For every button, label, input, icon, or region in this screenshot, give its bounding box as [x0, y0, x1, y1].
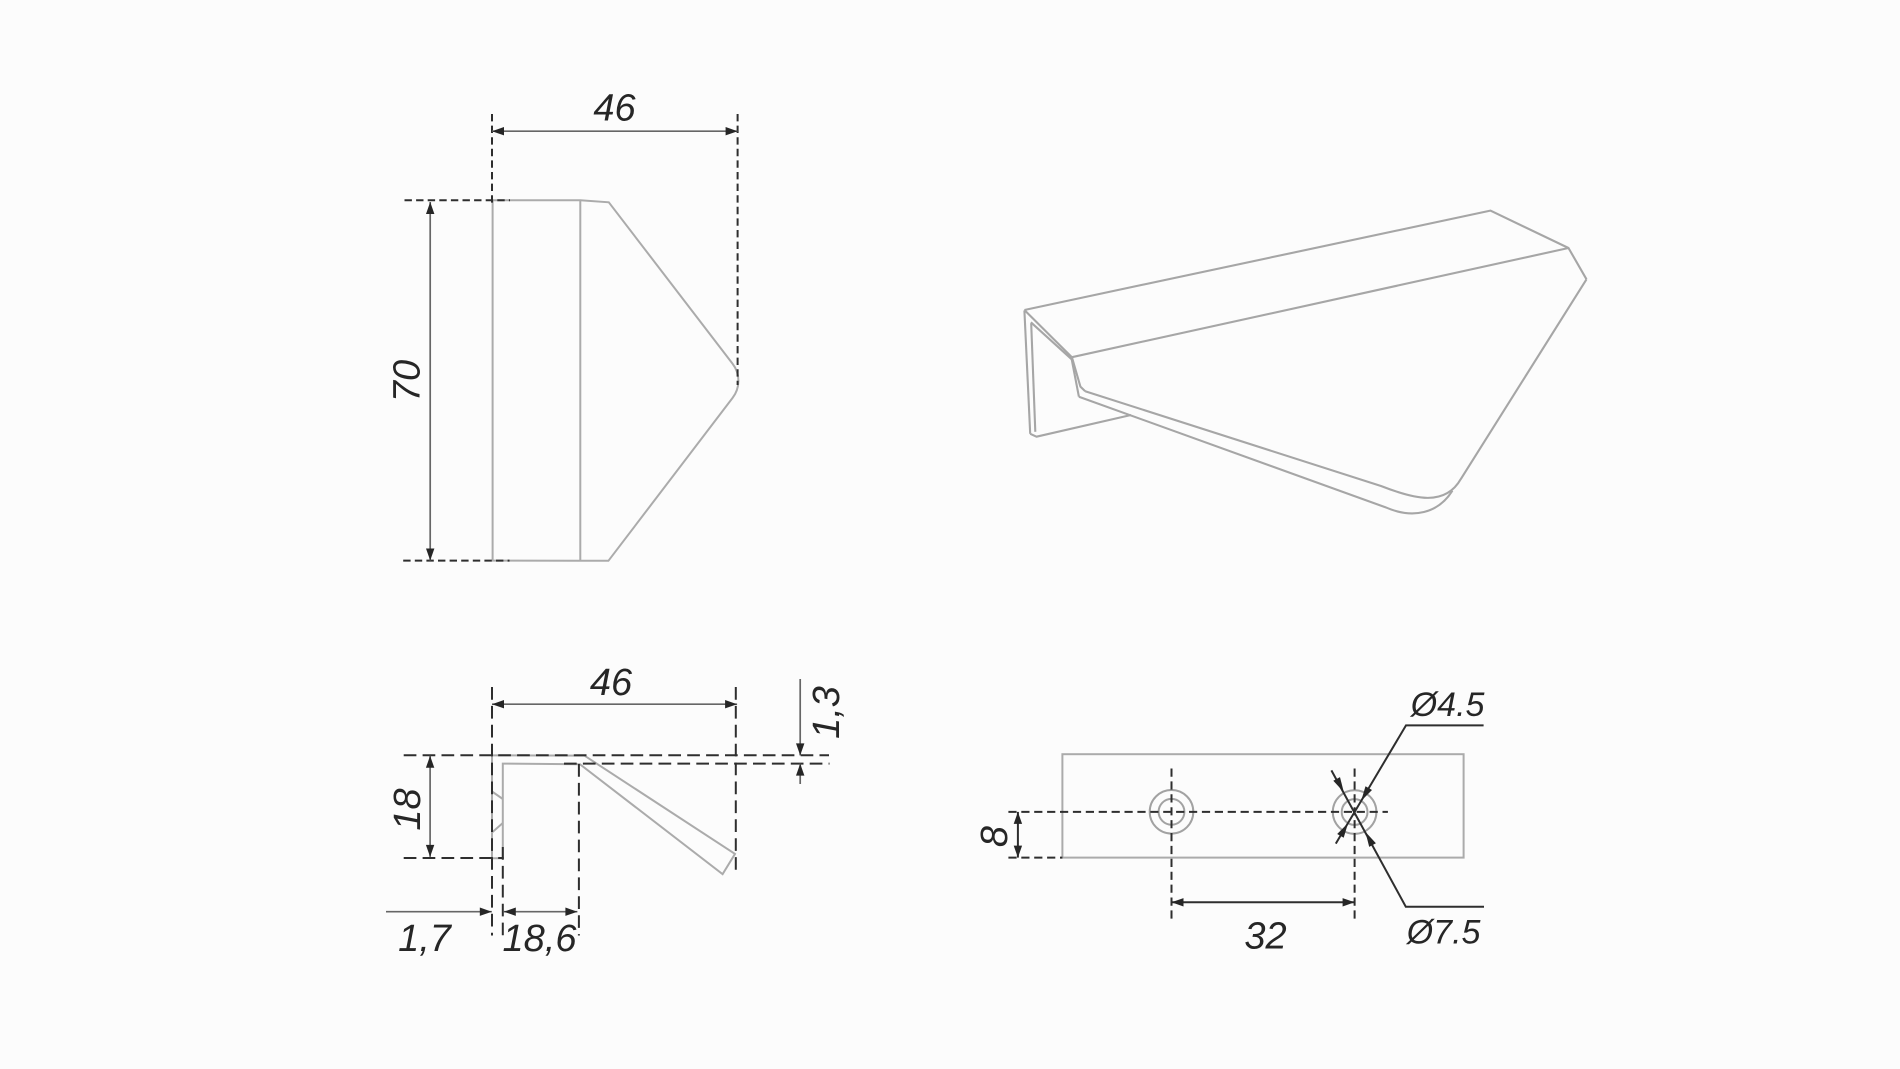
svg-text:1,7: 1,7	[398, 918, 453, 960]
svg-text:Ø4.5: Ø4.5	[1410, 686, 1485, 724]
svg-text:46: 46	[590, 662, 633, 704]
svg-text:18,6: 18,6	[503, 918, 578, 960]
svg-text:Ø7.5: Ø7.5	[1406, 914, 1481, 952]
svg-text:70: 70	[386, 360, 428, 402]
svg-text:32: 32	[1244, 916, 1286, 958]
svg-text:18: 18	[387, 788, 429, 830]
svg-text:46: 46	[593, 87, 636, 129]
svg-text:1,3: 1,3	[806, 686, 848, 739]
svg-text:8: 8	[974, 826, 1016, 847]
